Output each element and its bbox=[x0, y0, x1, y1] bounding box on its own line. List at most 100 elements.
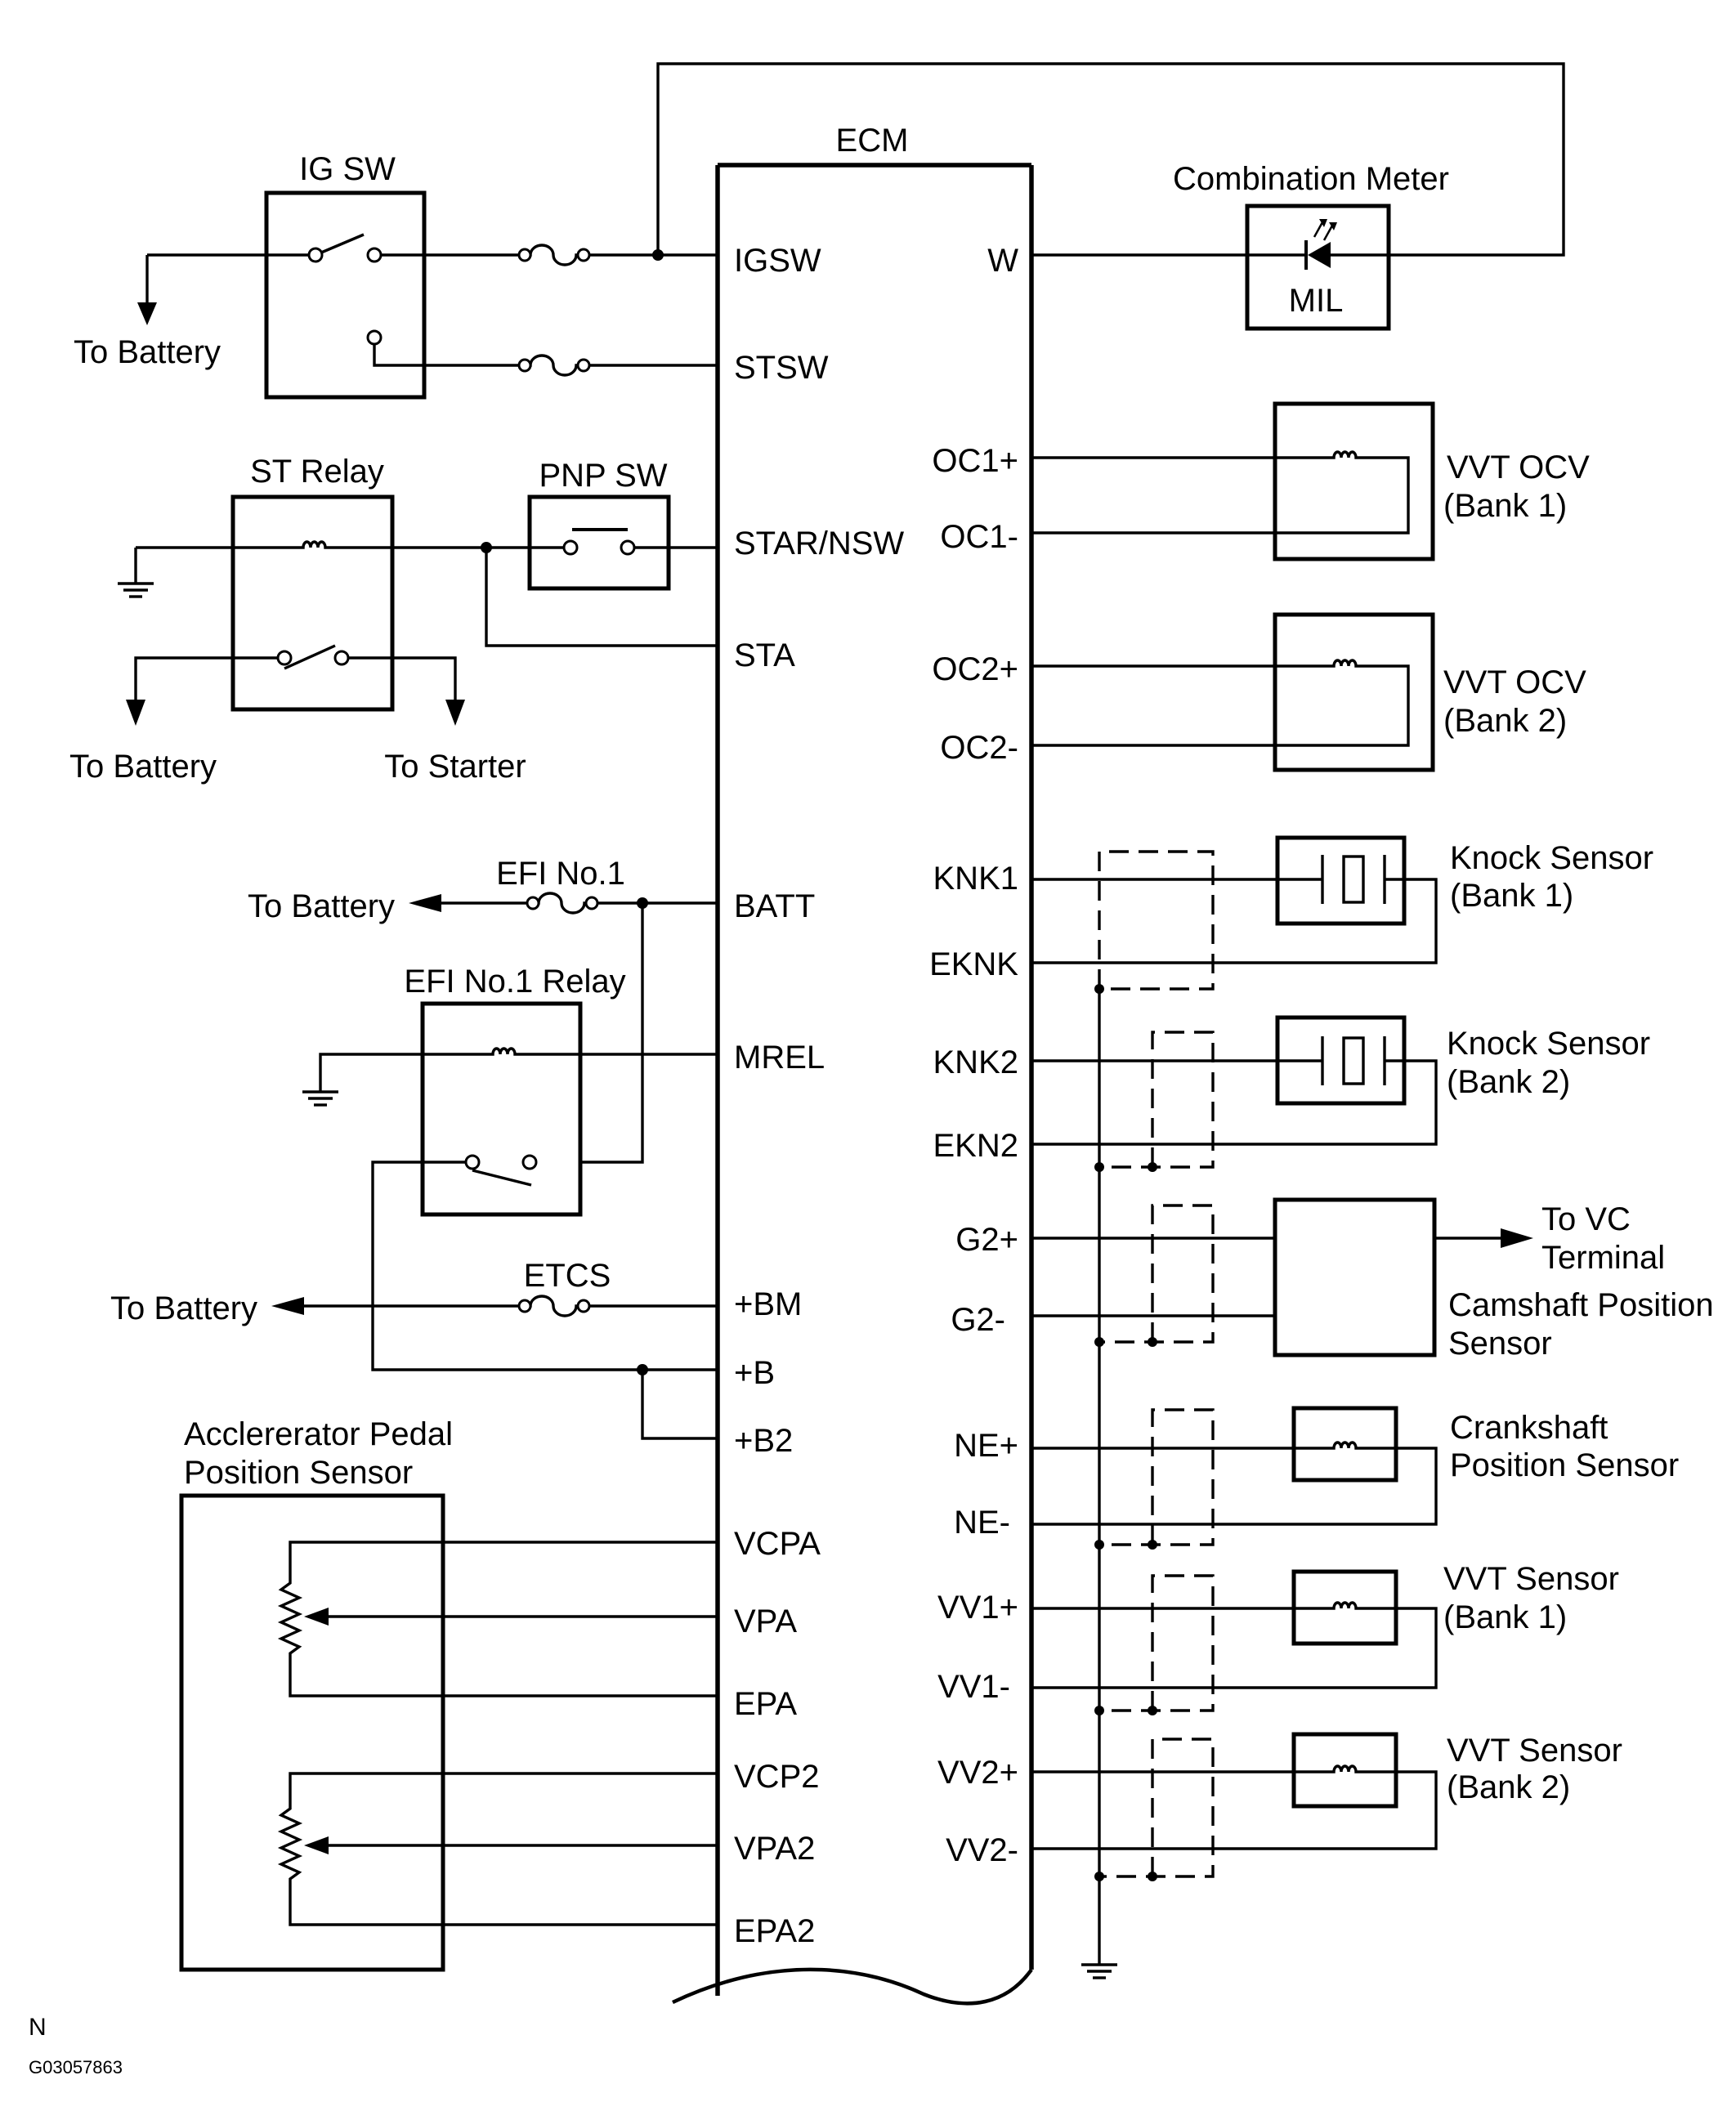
ig-sw-label: IG SW bbox=[299, 151, 396, 187]
efi-relay-label: EFI No.1 Relay bbox=[404, 964, 625, 1000]
knock-sensor-1-bank: (Bank 1) bbox=[1450, 878, 1573, 914]
crankshaft-label-1: Crankshaft bbox=[1450, 1410, 1608, 1446]
vvt-ocv-1-label: VVT OCV bbox=[1447, 449, 1590, 485]
knock-sensor-2-bank: (Bank 2) bbox=[1447, 1064, 1570, 1100]
to-vc-label-2: Terminal bbox=[1541, 1240, 1665, 1276]
pin-stsw: STSW bbox=[734, 350, 829, 386]
knock-sensor-bank2 bbox=[1031, 1015, 1438, 1146]
pin-ne-plus: NE+ bbox=[954, 1428, 1018, 1464]
vvt-sensor-2-label: VVT Sensor bbox=[1447, 1733, 1622, 1769]
pin-oc2-plus: OC2+ bbox=[932, 651, 1018, 687]
efi-no1-relay bbox=[301, 1001, 718, 1440]
pin-vcp2: VCP2 bbox=[734, 1759, 820, 1795]
corner-mark: N bbox=[29, 2014, 47, 2041]
ground-icon-st-relay bbox=[116, 570, 155, 598]
pin-vv2-plus: VV2+ bbox=[937, 1755, 1018, 1791]
st-relay bbox=[116, 494, 486, 712]
crankshaft-label-2: Position Sensor bbox=[1450, 1447, 1679, 1483]
pnp-sw-label: PNP SW bbox=[539, 458, 667, 494]
efi-no1-label: EFI No.1 bbox=[496, 856, 625, 892]
ecm-box bbox=[672, 163, 1034, 2006]
camshaft-position-sensor bbox=[1031, 1197, 1533, 1357]
pin-sta: STA bbox=[734, 637, 795, 673]
knock-sensor-2-label: Knock Sensor bbox=[1447, 1026, 1650, 1062]
to-battery-label-4: To Battery bbox=[110, 1290, 257, 1326]
pin-oc1-plus: OC1+ bbox=[932, 443, 1018, 479]
vvt-ocv-1-bank: (Bank 1) bbox=[1443, 488, 1567, 524]
pin-star-nsw: STAR/NSW bbox=[734, 526, 904, 561]
etcs-label: ETCS bbox=[524, 1258, 611, 1294]
mil-label: MIL bbox=[1289, 283, 1344, 319]
ecm-right-pins: W OC1+ OC1- OC2+ OC2- KNK1 EKNK KNK2 EKN… bbox=[929, 243, 1018, 1868]
pin-epa2: EPA2 bbox=[734, 1913, 815, 1949]
vvt-ocv-bank1 bbox=[1031, 401, 1435, 561]
pnp-switch bbox=[481, 494, 718, 647]
w-feed-wire bbox=[656, 62, 1565, 257]
pin-eknk: EKNK bbox=[929, 946, 1018, 982]
pin-vv1-plus: VV1+ bbox=[937, 1590, 1018, 1626]
led-icon bbox=[1313, 219, 1337, 241]
pin-b2: +B2 bbox=[734, 1423, 793, 1459]
crankshaft-position-sensor bbox=[1031, 1406, 1438, 1526]
fuse-igsw bbox=[517, 244, 592, 266]
pin-knk2: KNK2 bbox=[933, 1044, 1019, 1080]
pin-epa: EPA bbox=[734, 1686, 797, 1722]
etcs-circuit bbox=[271, 1295, 718, 1317]
knock-sensor-bank1 bbox=[1031, 835, 1438, 964]
combination-meter bbox=[1031, 204, 1391, 331]
shield-wiring bbox=[1080, 850, 1215, 1979]
pin-oc1-minus: OC1- bbox=[940, 519, 1018, 555]
camshaft-label-1: Camshaft Position bbox=[1448, 1287, 1714, 1323]
pin-g2-plus: G2+ bbox=[955, 1222, 1018, 1258]
pin-ne-minus: NE- bbox=[954, 1505, 1010, 1541]
pin-w: W bbox=[987, 243, 1018, 279]
pin-mrel: MREL bbox=[734, 1040, 825, 1076]
fuse-etcs bbox=[517, 1295, 592, 1317]
to-battery-label-1: To Battery bbox=[74, 334, 221, 370]
to-battery-label-3: To Battery bbox=[248, 888, 395, 924]
knock-sensor-1-label: Knock Sensor bbox=[1450, 840, 1653, 876]
camshaft-label-2: Sensor bbox=[1448, 1326, 1552, 1362]
app-sensor-label-2: Position Sensor bbox=[184, 1455, 413, 1491]
pin-bm: +BM bbox=[734, 1286, 802, 1322]
ecm-title: ECM bbox=[836, 123, 909, 159]
ground-icon-shield bbox=[1080, 1952, 1119, 1979]
to-starter-label: To Starter bbox=[384, 749, 526, 785]
pin-vpa2: VPA2 bbox=[734, 1831, 815, 1867]
figure-id: G03057863 bbox=[29, 2057, 123, 2078]
to-battery-label-2: To Battery bbox=[69, 749, 217, 785]
combination-meter-label: Combination Meter bbox=[1173, 161, 1449, 197]
st-relay-label: ST Relay bbox=[250, 454, 384, 490]
ig-switch bbox=[147, 190, 518, 400]
pin-vcpa: VCPA bbox=[734, 1526, 821, 1562]
vvt-sensor-1-bank: (Bank 1) bbox=[1443, 1599, 1567, 1635]
pin-knk1: KNK1 bbox=[933, 861, 1019, 897]
vvt-sensor-1-label: VVT Sensor bbox=[1443, 1561, 1619, 1597]
pin-b: +B bbox=[734, 1355, 775, 1391]
to-vc-label-1: To VC bbox=[1541, 1201, 1631, 1237]
accelerator-pedal-sensor bbox=[179, 1493, 718, 1972]
to-battery-arrow-2 bbox=[126, 700, 145, 726]
pin-oc2-minus: OC2- bbox=[940, 730, 1018, 766]
vvt-sensor-bank1 bbox=[1031, 1569, 1438, 1689]
vvt-sensor-2-bank: (Bank 2) bbox=[1447, 1769, 1570, 1805]
vvt-ocv-2-label: VVT OCV bbox=[1443, 664, 1586, 700]
vvt-ocv-bank2 bbox=[1031, 612, 1435, 772]
to-starter-arrow bbox=[445, 700, 465, 726]
pin-vv2-minus: VV2- bbox=[946, 1832, 1018, 1868]
pin-vpa: VPA bbox=[734, 1603, 797, 1639]
pin-igsw: IGSW bbox=[734, 243, 821, 279]
to-battery-arrow-1 bbox=[137, 255, 157, 325]
pin-vv1-minus: VV1- bbox=[937, 1669, 1010, 1705]
pin-g2-minus: G2- bbox=[951, 1302, 1005, 1338]
ground-icon-efi-relay bbox=[301, 1079, 340, 1107]
fuse-stsw bbox=[517, 354, 592, 377]
fuse-efi-no1 bbox=[525, 892, 600, 915]
pin-ekn2: EKN2 bbox=[933, 1128, 1019, 1164]
vvt-sensor-bank2 bbox=[1031, 1732, 1438, 1850]
app-sensor-label-1: Acclererator Pedal bbox=[184, 1416, 453, 1452]
pin-batt: BATT bbox=[734, 888, 815, 924]
vvt-ocv-2-bank: (Bank 2) bbox=[1443, 703, 1567, 739]
ecm-left-pins: IGSW STSW STAR/NSW STA BATT MREL +BM +B … bbox=[734, 243, 904, 1949]
